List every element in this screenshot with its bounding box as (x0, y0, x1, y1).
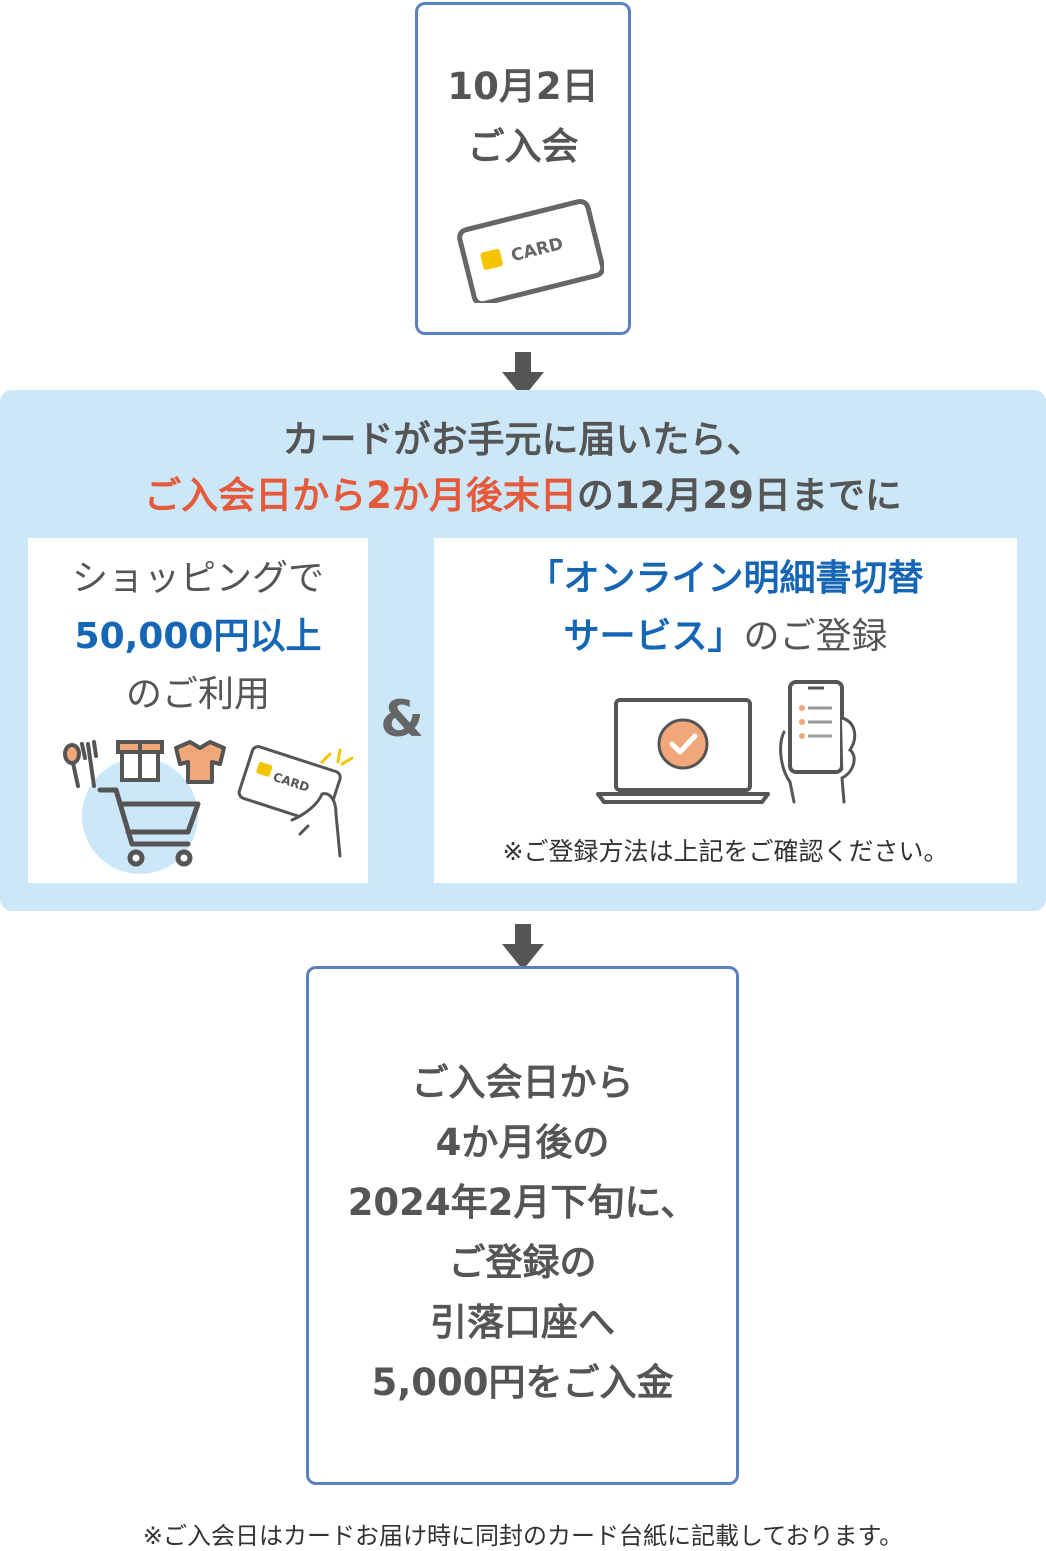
smartphone-icon (779, 680, 857, 804)
device-illustration (596, 680, 857, 804)
footer-note: ※ご入会日はカードお届け時に同封のカード台紙に記載しております。 (142, 1522, 904, 1550)
shopping-cart-icon (97, 787, 201, 867)
shopping-amount: 50,000円以上 (74, 616, 322, 657)
registration-note: ※ご登録方法は上記をご確認ください。 (502, 837, 949, 866)
bonus-payment-box: ご入会日から 4か月後の 2024年2月下旬に、 ご登録の 引落口座へ 5,00… (306, 966, 739, 1485)
shopping-illustration: CARD (63, 740, 354, 874)
laptop-icon (596, 698, 770, 804)
card-in-hand-icon: CARD (237, 745, 354, 858)
ampersand: & (380, 690, 424, 748)
online-statement-box: 「オンライン明細書切替 サービス」のご登録 ※ご登録方法は上記をご確認ください。 (434, 538, 1017, 883)
condition-headline: カードがお手元に届いたら、 ご入会日から2か月後末日の12月29日までに (144, 418, 902, 517)
down-arrow-icon (502, 924, 544, 970)
join-label: ご入会 (467, 125, 579, 168)
shirt-icon (174, 740, 226, 784)
join-date-box: 10月2日 ご入会 CARD (415, 2, 631, 335)
join-date: 10月2日 (447, 65, 599, 108)
down-arrow-icon (502, 352, 544, 398)
card-icon: CARD (457, 198, 604, 303)
check-circle-icon (657, 718, 709, 770)
service-title: 「オンライン明細書切替 (527, 558, 924, 599)
cutlery-icon (63, 740, 98, 788)
gift-icon (116, 740, 164, 782)
shopping-condition-box: ショッピングで 50,000円以上 のご利用 (28, 538, 368, 883)
deadline-highlight: ご入会日から2か月後末日 (144, 474, 577, 517)
